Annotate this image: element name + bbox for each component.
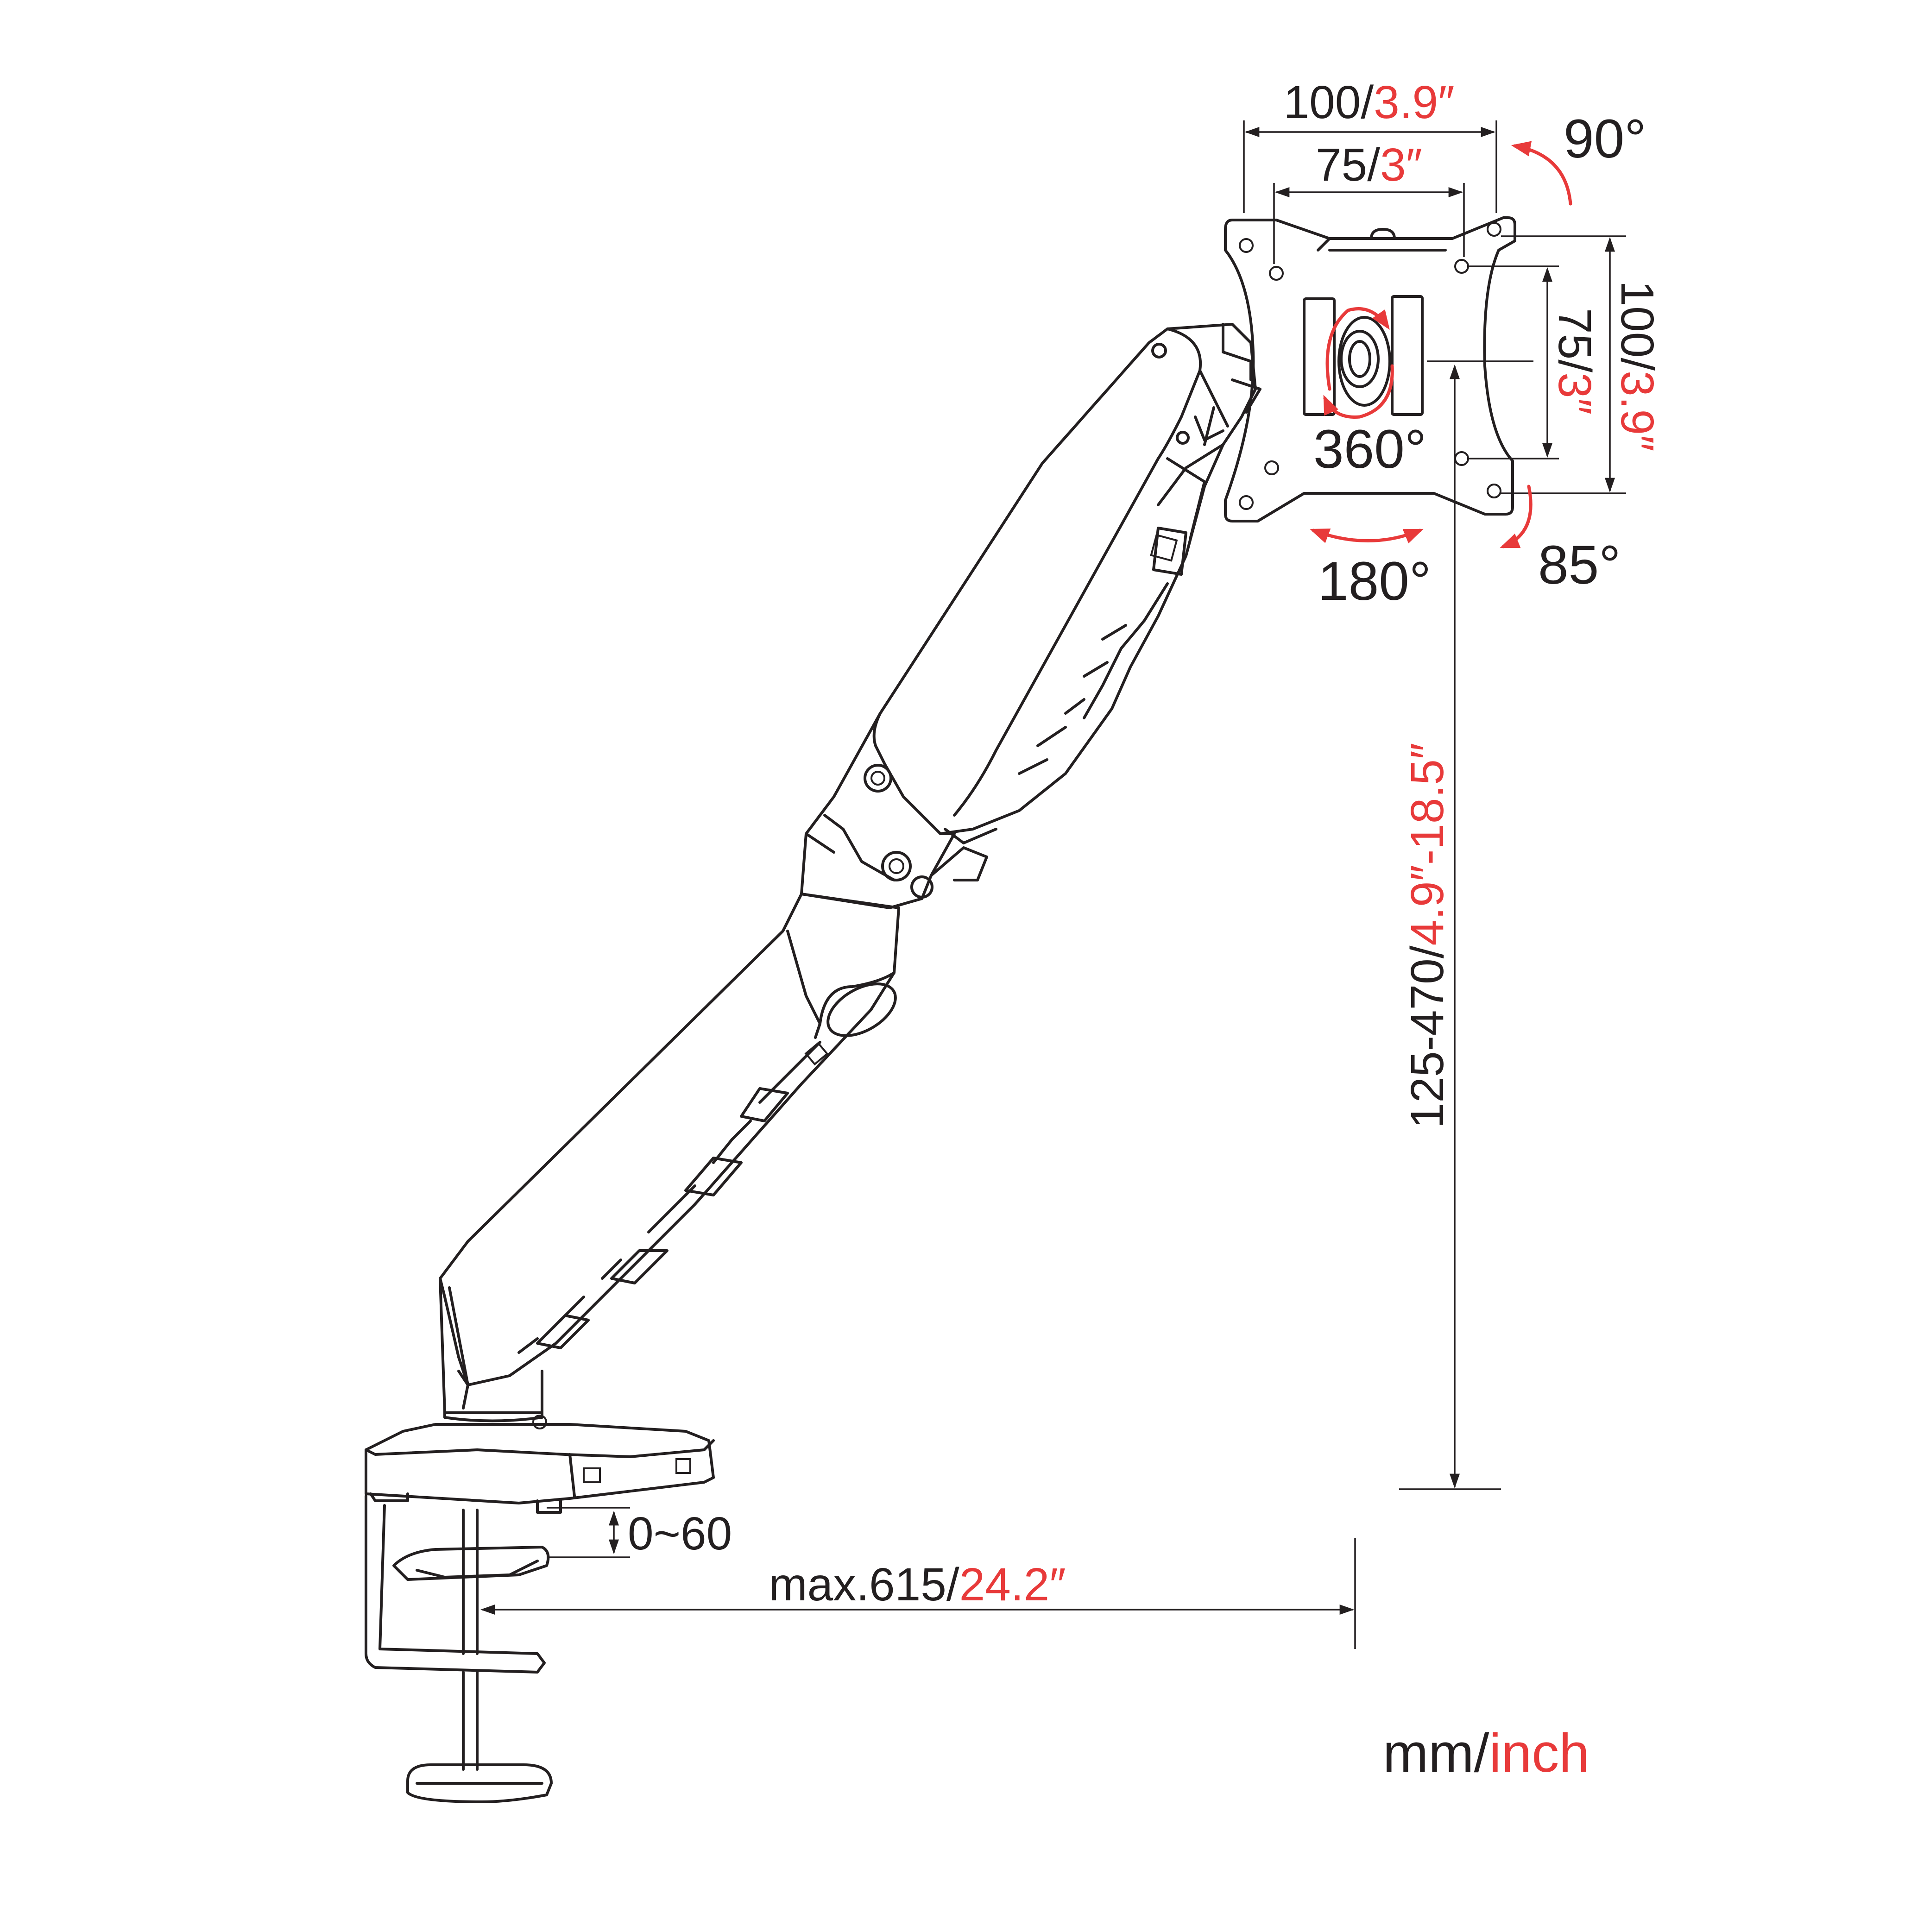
desk-clamp: [365, 1495, 553, 1803]
dimension-inner-height: [1469, 265, 1559, 459]
dimension-reach: [480, 1538, 1356, 1649]
clamp-range-label: 0~60: [628, 1508, 732, 1560]
vesa-plate: [1224, 216, 1516, 522]
rotation-label: 360°: [1313, 419, 1426, 480]
upper-arm: [872, 323, 1261, 844]
tilt-up-arrow-icon: [1511, 141, 1572, 206]
tilt-down-label: 85°: [1538, 535, 1621, 596]
swivel-label: 180°: [1318, 551, 1431, 612]
height-range-label: 125-470/4.9″-18.5″: [1401, 743, 1453, 1129]
outer-width-label: 100/3.9″: [1283, 76, 1454, 128]
tilt-down-arrow-icon: [1500, 485, 1533, 548]
tilt-up-label: 90°: [1564, 108, 1646, 170]
dimension-height-range: [1399, 360, 1533, 1490]
reach-label: max.615/24.2″: [769, 1559, 1066, 1611]
inner-height-label: 75/3″: [1549, 308, 1601, 415]
inner-width-label: 75/3″: [1316, 139, 1422, 191]
lower-arm: [439, 893, 900, 1386]
dimension-outer-height: [1501, 235, 1626, 494]
dimension-outer-width: [1243, 120, 1497, 213]
dimension-clamp-range: [547, 1507, 630, 1558]
swivel-arrow-icon: [1310, 529, 1424, 544]
desk-base: [365, 1423, 715, 1514]
mount-pole: [439, 1277, 547, 1429]
outer-height-label: 100/3.9″: [1611, 280, 1663, 451]
dimension-inner-width: [1273, 183, 1465, 264]
rotation-arrow-icon: [1323, 307, 1394, 419]
units-label: mm/inch: [1383, 1723, 1589, 1784]
